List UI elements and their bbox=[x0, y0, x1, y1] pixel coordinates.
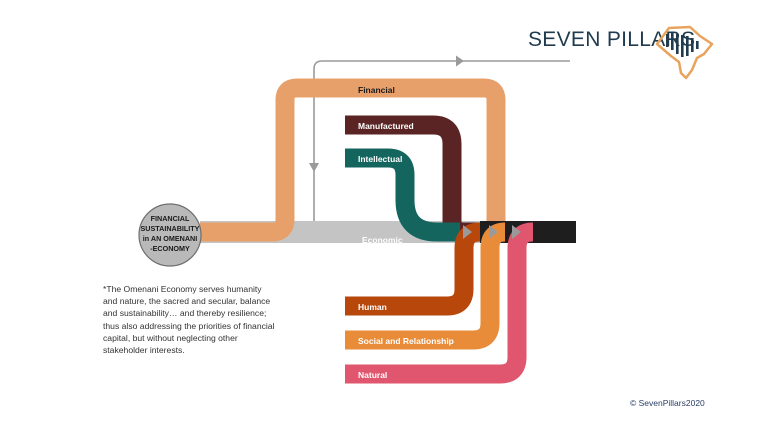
label-natural: Natural bbox=[358, 370, 387, 380]
label-human: Human bbox=[358, 302, 387, 312]
label-economic: Economic bbox=[362, 235, 403, 245]
human-flow bbox=[345, 222, 481, 316]
output-arrows bbox=[463, 225, 521, 239]
arrow-marker bbox=[512, 225, 521, 239]
financial-sustainability-circle: FINANCIAL SUSTAINABILITY in AN OMENANI -… bbox=[138, 203, 202, 267]
circle-line-2: SUSTAINABILITY bbox=[141, 224, 200, 233]
intellectual-flow bbox=[345, 148, 460, 242]
label-financial: Financial bbox=[358, 85, 395, 95]
arrow-marker bbox=[463, 225, 472, 239]
brand-name: SEVEN PILLARS bbox=[528, 28, 696, 51]
label-manufactured: Manufactured bbox=[358, 121, 414, 131]
africa-map-pillars-icon bbox=[655, 25, 714, 80]
circle-line-1: FINANCIAL bbox=[151, 214, 190, 223]
social-relationship-flow bbox=[345, 222, 506, 350]
copyright: © SevenPillars2020 bbox=[630, 398, 705, 408]
natural-flow bbox=[345, 222, 534, 384]
arrow-marker bbox=[489, 225, 498, 239]
label-intellectual: Intellectual bbox=[358, 154, 402, 164]
label-social-relationship: Social and Relationship bbox=[358, 336, 454, 346]
circle-line-3: in AN OMENANI bbox=[143, 234, 197, 243]
circle-line-4: -ECONOMY bbox=[150, 244, 190, 253]
omenani-note: *The Omenani Economy serves humanity and… bbox=[103, 284, 275, 356]
